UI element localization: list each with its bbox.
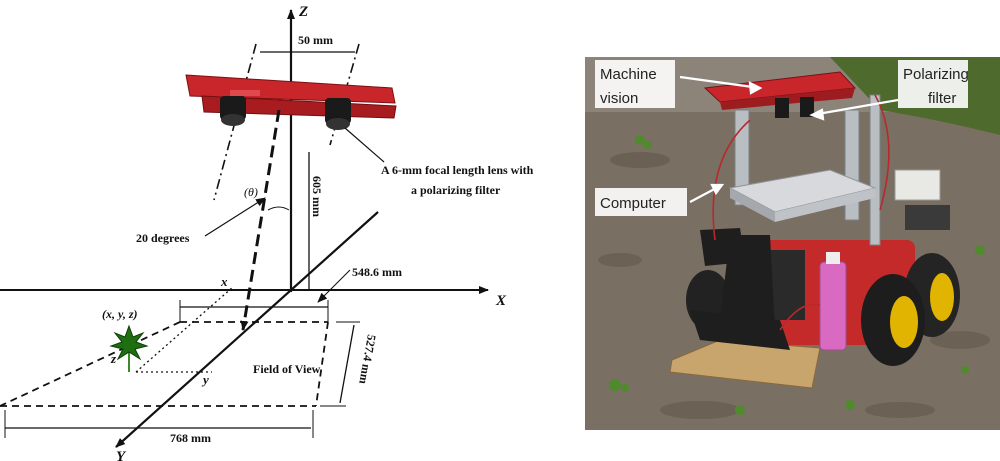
polarizing-filter-label-line2: filter — [928, 90, 956, 107]
robot-photo: Machine vision Polarizing filter Compute… — [585, 57, 1000, 430]
x-coordinate-label: x — [220, 274, 228, 289]
field-of-view-outline — [0, 321, 329, 407]
machine-vision-label-line2: vision — [600, 90, 638, 107]
height-label: 605 mm — [310, 176, 324, 217]
robot-wheels — [686, 253, 960, 366]
stereo-camera-on-robot — [703, 71, 857, 118]
bottom-width-label: 768 mm — [170, 431, 211, 445]
computer-label: Computer — [600, 195, 666, 212]
tool-platform — [669, 339, 821, 389]
plant-icon — [109, 324, 149, 372]
spray-liquid-bottle — [819, 261, 847, 351]
y-axis-label: Y — [116, 449, 127, 461]
right-camera-lens-icon — [325, 98, 351, 130]
camera-geometry-diagram: Z X Y 50 mm A 6-mm focal length lens wit… — [0, 4, 534, 461]
top-width-label: 548.6 mm — [352, 265, 402, 279]
weed-sprouts — [609, 135, 985, 415]
y-axis — [115, 211, 379, 448]
tilt-angle-label: 20 degrees — [136, 231, 190, 245]
point-coordinate-label: (x, y, z) — [102, 307, 138, 321]
field-of-view-label: Field of View — [253, 362, 321, 376]
depth-dim-line — [339, 324, 355, 404]
theta-label: (θ) — [244, 185, 258, 199]
machine-vision-label-line1: Machine — [600, 66, 657, 83]
z-axis-label: Z — [298, 4, 308, 20]
photo-callout-arrows — [679, 75, 899, 203]
stereo-camera-rig — [185, 74, 397, 130]
x-axis-label: X — [495, 293, 507, 309]
theta-arc — [267, 206, 290, 211]
lens-label-line1: A 6-mm focal length lens with — [381, 163, 534, 177]
tilt-callout-line — [204, 197, 266, 237]
laptop-computer — [728, 169, 877, 222]
robotic-arm — [690, 228, 790, 350]
y-coordinate-label: y — [201, 372, 209, 387]
lens-label-line2: a polarizing filter — [411, 183, 501, 197]
lens-callout-line — [344, 127, 385, 163]
polarizing-filter-label-line1: Polarizing — [903, 66, 969, 83]
x-coordinate-guide — [135, 286, 234, 373]
optical-axis — [240, 109, 281, 331]
cables — [712, 94, 890, 331]
top-width-callout — [317, 269, 351, 303]
left-camera-lens-icon — [220, 96, 246, 126]
depth-label: 527.4 mm — [356, 333, 378, 385]
baseline-label: 50 mm — [298, 33, 333, 47]
z-coordinate-label: z — [110, 351, 117, 366]
control-box — [894, 169, 941, 201]
